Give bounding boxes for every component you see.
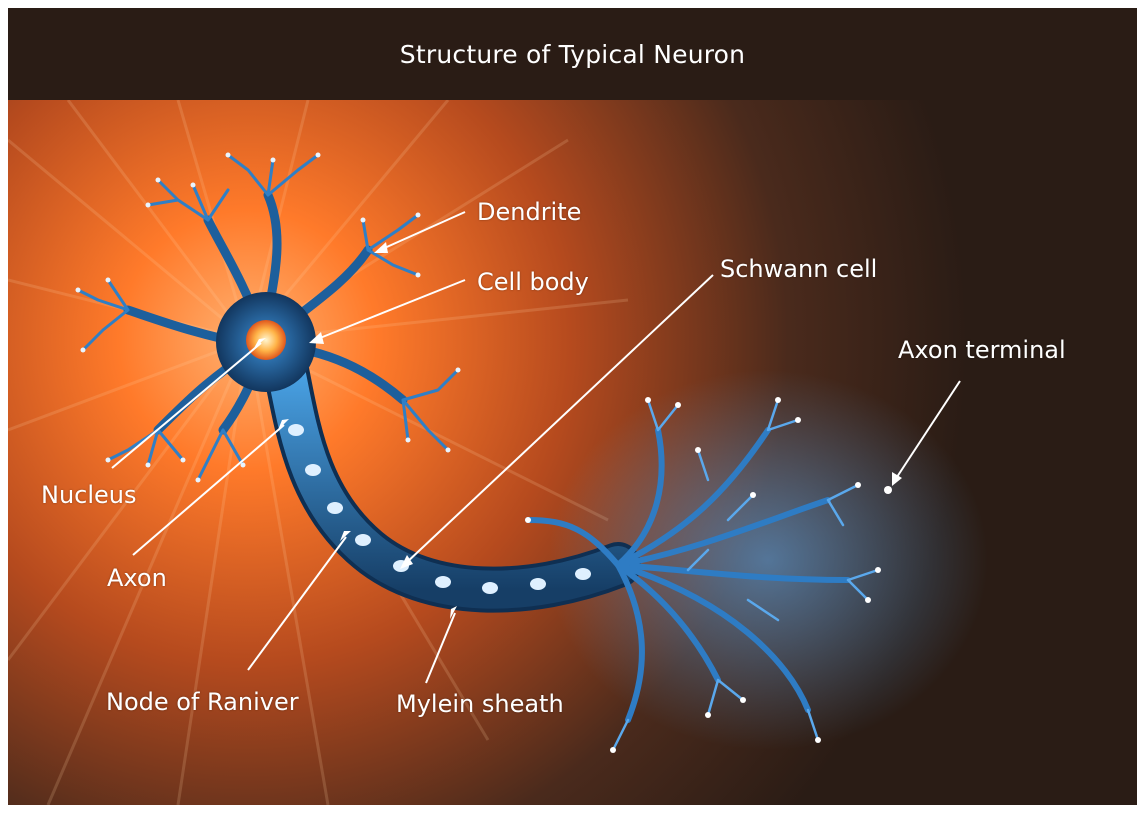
label-axon: Axon [107,566,167,590]
neuron-illustration: Dendrite Cell body Schwann cell Axon ter… [8,100,1137,805]
label-node-of-ranvier: Node of Raniver [106,690,299,714]
label-schwann-cell: Schwann cell [720,257,877,281]
diagram-frame: Structure of Typical Neuron [8,8,1137,805]
label-axon-terminal: Axon terminal [898,338,1066,362]
title-bar: Structure of Typical Neuron [8,8,1137,100]
label-dendrite: Dendrite [477,200,581,224]
label-nucleus: Nucleus [41,483,137,507]
label-cell-body: Cell body [477,270,589,294]
label-myelin-sheath: Mylein sheath [396,692,564,716]
nucleus-shape [246,320,286,360]
diagram-title: Structure of Typical Neuron [400,40,745,69]
